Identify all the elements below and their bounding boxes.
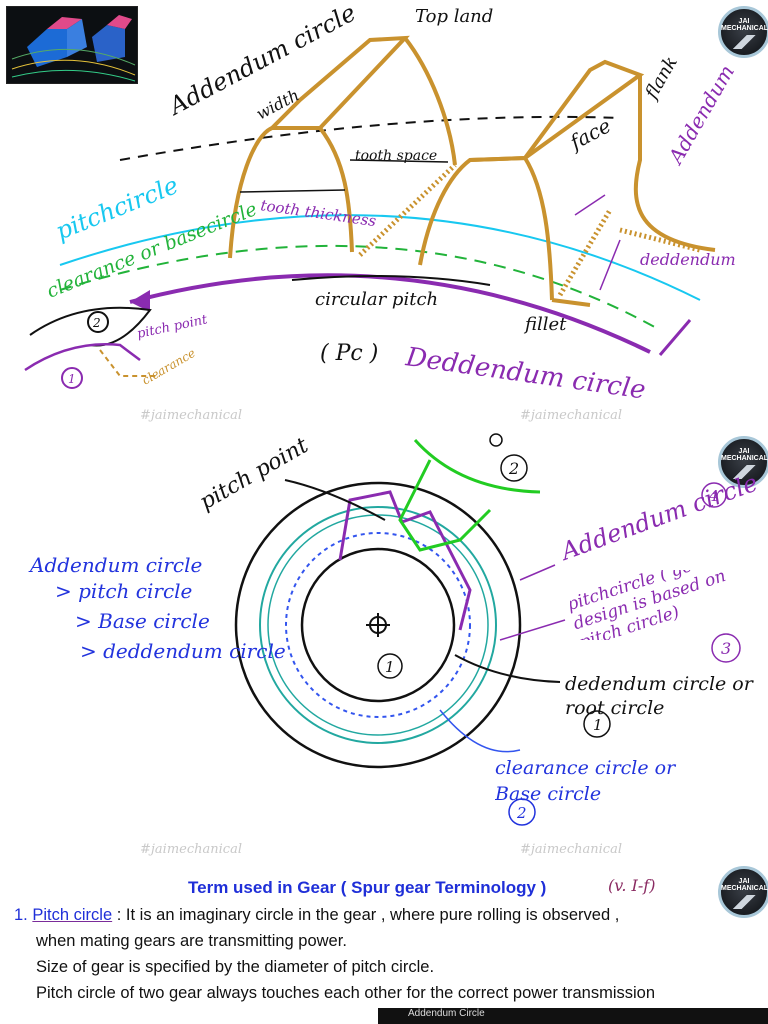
definition-line-1: 1. Pitch circle : It is an imaginary cir… [14, 906, 619, 925]
label-dedendum-circle: dedendum circle or root circle [565, 673, 753, 719]
label-pc: ( Pc ) [320, 341, 378, 366]
outer-circle [234, 481, 522, 769]
tooth-svg: Addendum circle width Top land tooth spa… [24, 0, 739, 406]
definition-line-3: Size of gear is specified by the diamete… [36, 958, 435, 976]
order-2: > pitch circle [55, 579, 192, 603]
label-fillet: fillet [523, 314, 567, 335]
label-clearance-small: clearance [140, 346, 198, 388]
gear-circles-diagram: JAI MECHANICAL pitch point 2 1 A [0, 420, 768, 860]
clearance-circle [285, 532, 471, 718]
label-pitch-point: pitch point [196, 433, 313, 515]
label-dedendum-circle: Deddendum circle [403, 342, 647, 405]
label-face: face [564, 113, 614, 155]
order-1: Addendum circle [28, 553, 202, 577]
addendum-circle-line [119, 115, 621, 161]
circular-pitch-arrow [291, 275, 491, 286]
order-4: > deddendum circle [80, 639, 286, 663]
logo-badge: JAI MECHANICAL [718, 866, 768, 918]
circles-svg: pitch point 2 1 Addendum circle 4 pitchc… [28, 433, 762, 826]
label-flank: flank [640, 53, 682, 104]
gear-tooth-diagram: JAI MECHANICAL [0, 0, 768, 423]
logo-badge: JAI MECHANICAL [718, 436, 768, 488]
label-top-land: Top land [415, 6, 493, 27]
gear-thumbnail-image [6, 6, 138, 84]
num-1-small: 1 [68, 372, 76, 386]
tooth-top-land [270, 35, 410, 130]
next-page-strip: Addendum Circle [378, 1008, 768, 1024]
num-2: 2 [508, 459, 519, 478]
num-2-blue: 2 [516, 804, 527, 822]
watermark-left: #jaimechanical [140, 842, 242, 857]
label-tooth-thickness: tooth thickness [259, 196, 377, 230]
definition-line-4: Pitch circle of two gear always touches … [36, 984, 656, 1002]
title-note: (v. I-f) [608, 876, 656, 895]
num-2-small: 2 [92, 316, 101, 330]
num-4: 4 [708, 487, 719, 505]
num-3: 3 [721, 639, 731, 658]
clearance-circle-arc [59, 244, 661, 331]
label-width: width [253, 85, 302, 123]
definition-text: : It is an imaginary circle in the gear … [116, 906, 620, 924]
pitch-circle [259, 506, 497, 744]
label-dedendum: deddendum [640, 250, 736, 269]
label-clearance-circle: clearance circle or Base circle [495, 757, 676, 805]
watermark-left: #jaimechanical [140, 408, 242, 423]
dedendum-circle-arc [129, 273, 651, 354]
watermark-right: #jaimechanical [520, 842, 622, 857]
watermark-right: #jaimechanical [520, 408, 622, 423]
num-1: 1 [593, 716, 603, 734]
term-pitch-circle: Pitch circle [32, 906, 113, 924]
item-number: 1. [14, 906, 28, 924]
order-3: > Base circle [75, 609, 210, 633]
label-pitch-point-small: pitch point [136, 312, 210, 342]
num-1-center: 1 [385, 658, 395, 676]
pitch-circle-inner [267, 514, 489, 736]
pitch-circle-arc [59, 214, 701, 301]
tooth-left [228, 126, 354, 259]
label-addendum-circle: Addendum circle [556, 469, 762, 567]
label-pitchcircle-note: pitchcircle ( gear design is based on pi… [570, 570, 729, 640]
label-tooth-space: tooth space [355, 148, 437, 164]
definition-line-2: when mating gears are transmitting power… [36, 932, 347, 950]
dedendum-circle [300, 547, 456, 703]
label-circular-pitch: circular pitch [315, 289, 438, 310]
section-title: Term used in Gear ( Spur gear Terminolog… [188, 878, 547, 897]
